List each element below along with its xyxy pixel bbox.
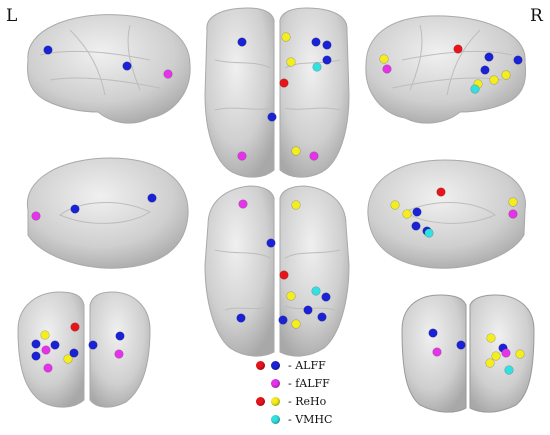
legend-label: - VMHC <box>288 412 333 426</box>
legend-label: - fALFF <box>288 376 330 390</box>
activation-dot <box>486 333 496 343</box>
activation-dot <box>31 339 41 349</box>
activation-dot <box>122 61 132 71</box>
legend-label: - ALFF <box>288 358 326 372</box>
legend: - ALFF - fALFF - ReHo - VMHC <box>256 357 376 429</box>
activation-dot <box>489 75 499 85</box>
activation-dot <box>238 199 248 209</box>
legend-color-dot <box>271 414 280 424</box>
activation-dot <box>382 64 392 74</box>
activation-dot <box>31 351 41 361</box>
activation-dot <box>163 69 173 79</box>
activation-dot <box>513 55 523 65</box>
activation-dot <box>291 200 301 210</box>
activation-dots <box>31 32 525 375</box>
activation-dot <box>424 228 434 238</box>
legend-color-dot <box>256 396 265 406</box>
brain-axial-bottom <box>204 185 350 357</box>
legend-color-dot <box>271 378 280 388</box>
activation-dot <box>31 211 41 221</box>
activation-dot <box>501 348 511 358</box>
activation-dot <box>281 32 291 42</box>
activation-dot <box>291 146 301 156</box>
activation-dot <box>432 347 442 357</box>
activation-dot <box>291 319 301 329</box>
activation-dot <box>508 197 518 207</box>
activation-dot <box>237 151 247 161</box>
activation-dot <box>456 340 466 350</box>
activation-dot <box>428 328 438 338</box>
activation-dot <box>379 54 389 64</box>
right-hemisphere-label: R <box>530 6 543 26</box>
activation-dot <box>484 52 494 62</box>
activation-dot <box>237 37 247 47</box>
activation-dot <box>279 78 289 88</box>
activation-dot <box>321 292 331 302</box>
legend-row: - ALFF <box>256 357 326 373</box>
activation-dot <box>436 187 446 197</box>
activation-dot <box>508 209 518 219</box>
brain-left-coronal <box>17 291 151 408</box>
activation-dot <box>480 65 490 75</box>
activation-dot <box>43 363 53 373</box>
activation-dot <box>312 62 322 72</box>
left-hemisphere-label: L <box>6 6 18 26</box>
legend-color-dot <box>271 396 280 406</box>
legend-color-dot <box>271 360 280 370</box>
activation-dot <box>236 313 246 323</box>
activation-dot <box>311 37 321 47</box>
activation-dot <box>69 348 79 358</box>
activation-dot <box>470 84 480 94</box>
activation-dot <box>40 330 50 340</box>
activation-dot <box>411 221 421 231</box>
activation-dot <box>286 291 296 301</box>
activation-dot <box>390 200 400 210</box>
activation-dot <box>278 315 288 325</box>
activation-dot <box>485 358 495 368</box>
activation-dot <box>88 340 98 350</box>
activation-dot <box>412 207 422 217</box>
legend-label: - ReHo <box>288 394 327 408</box>
activation-dot <box>70 204 80 214</box>
activation-dot <box>303 305 313 315</box>
activation-dot <box>504 365 514 375</box>
legend-row: - fALFF <box>256 375 330 391</box>
activation-dot <box>317 312 327 322</box>
activation-dot <box>453 44 463 54</box>
legend-row: - VMHC <box>256 411 332 427</box>
activation-dot <box>322 40 332 50</box>
activation-dot <box>266 238 276 248</box>
activation-dot <box>402 209 412 219</box>
activation-dot <box>279 270 289 280</box>
activation-dot <box>70 322 80 332</box>
legend-color-dot <box>256 360 265 370</box>
activation-dot <box>114 349 124 359</box>
legend-row: - ReHo <box>256 393 326 409</box>
activation-dot <box>309 151 319 161</box>
activation-dot <box>41 345 51 355</box>
activation-dot <box>515 349 525 359</box>
activation-dot <box>50 340 60 350</box>
brain-axial-top <box>204 7 350 178</box>
activation-dot <box>491 351 501 361</box>
brain-right-coronal <box>401 294 535 413</box>
activation-dot <box>43 45 53 55</box>
brain-left-lateral <box>27 14 191 124</box>
activation-dot <box>322 55 332 65</box>
activation-dot <box>501 70 511 80</box>
activation-dot <box>311 286 321 296</box>
activation-dot <box>63 354 73 364</box>
activation-dot <box>286 57 296 67</box>
brain-right-medial <box>367 159 526 269</box>
activation-dot <box>147 193 157 203</box>
activation-dot <box>267 112 277 122</box>
brain-left-medial <box>26 157 189 269</box>
activation-dot <box>115 331 125 341</box>
